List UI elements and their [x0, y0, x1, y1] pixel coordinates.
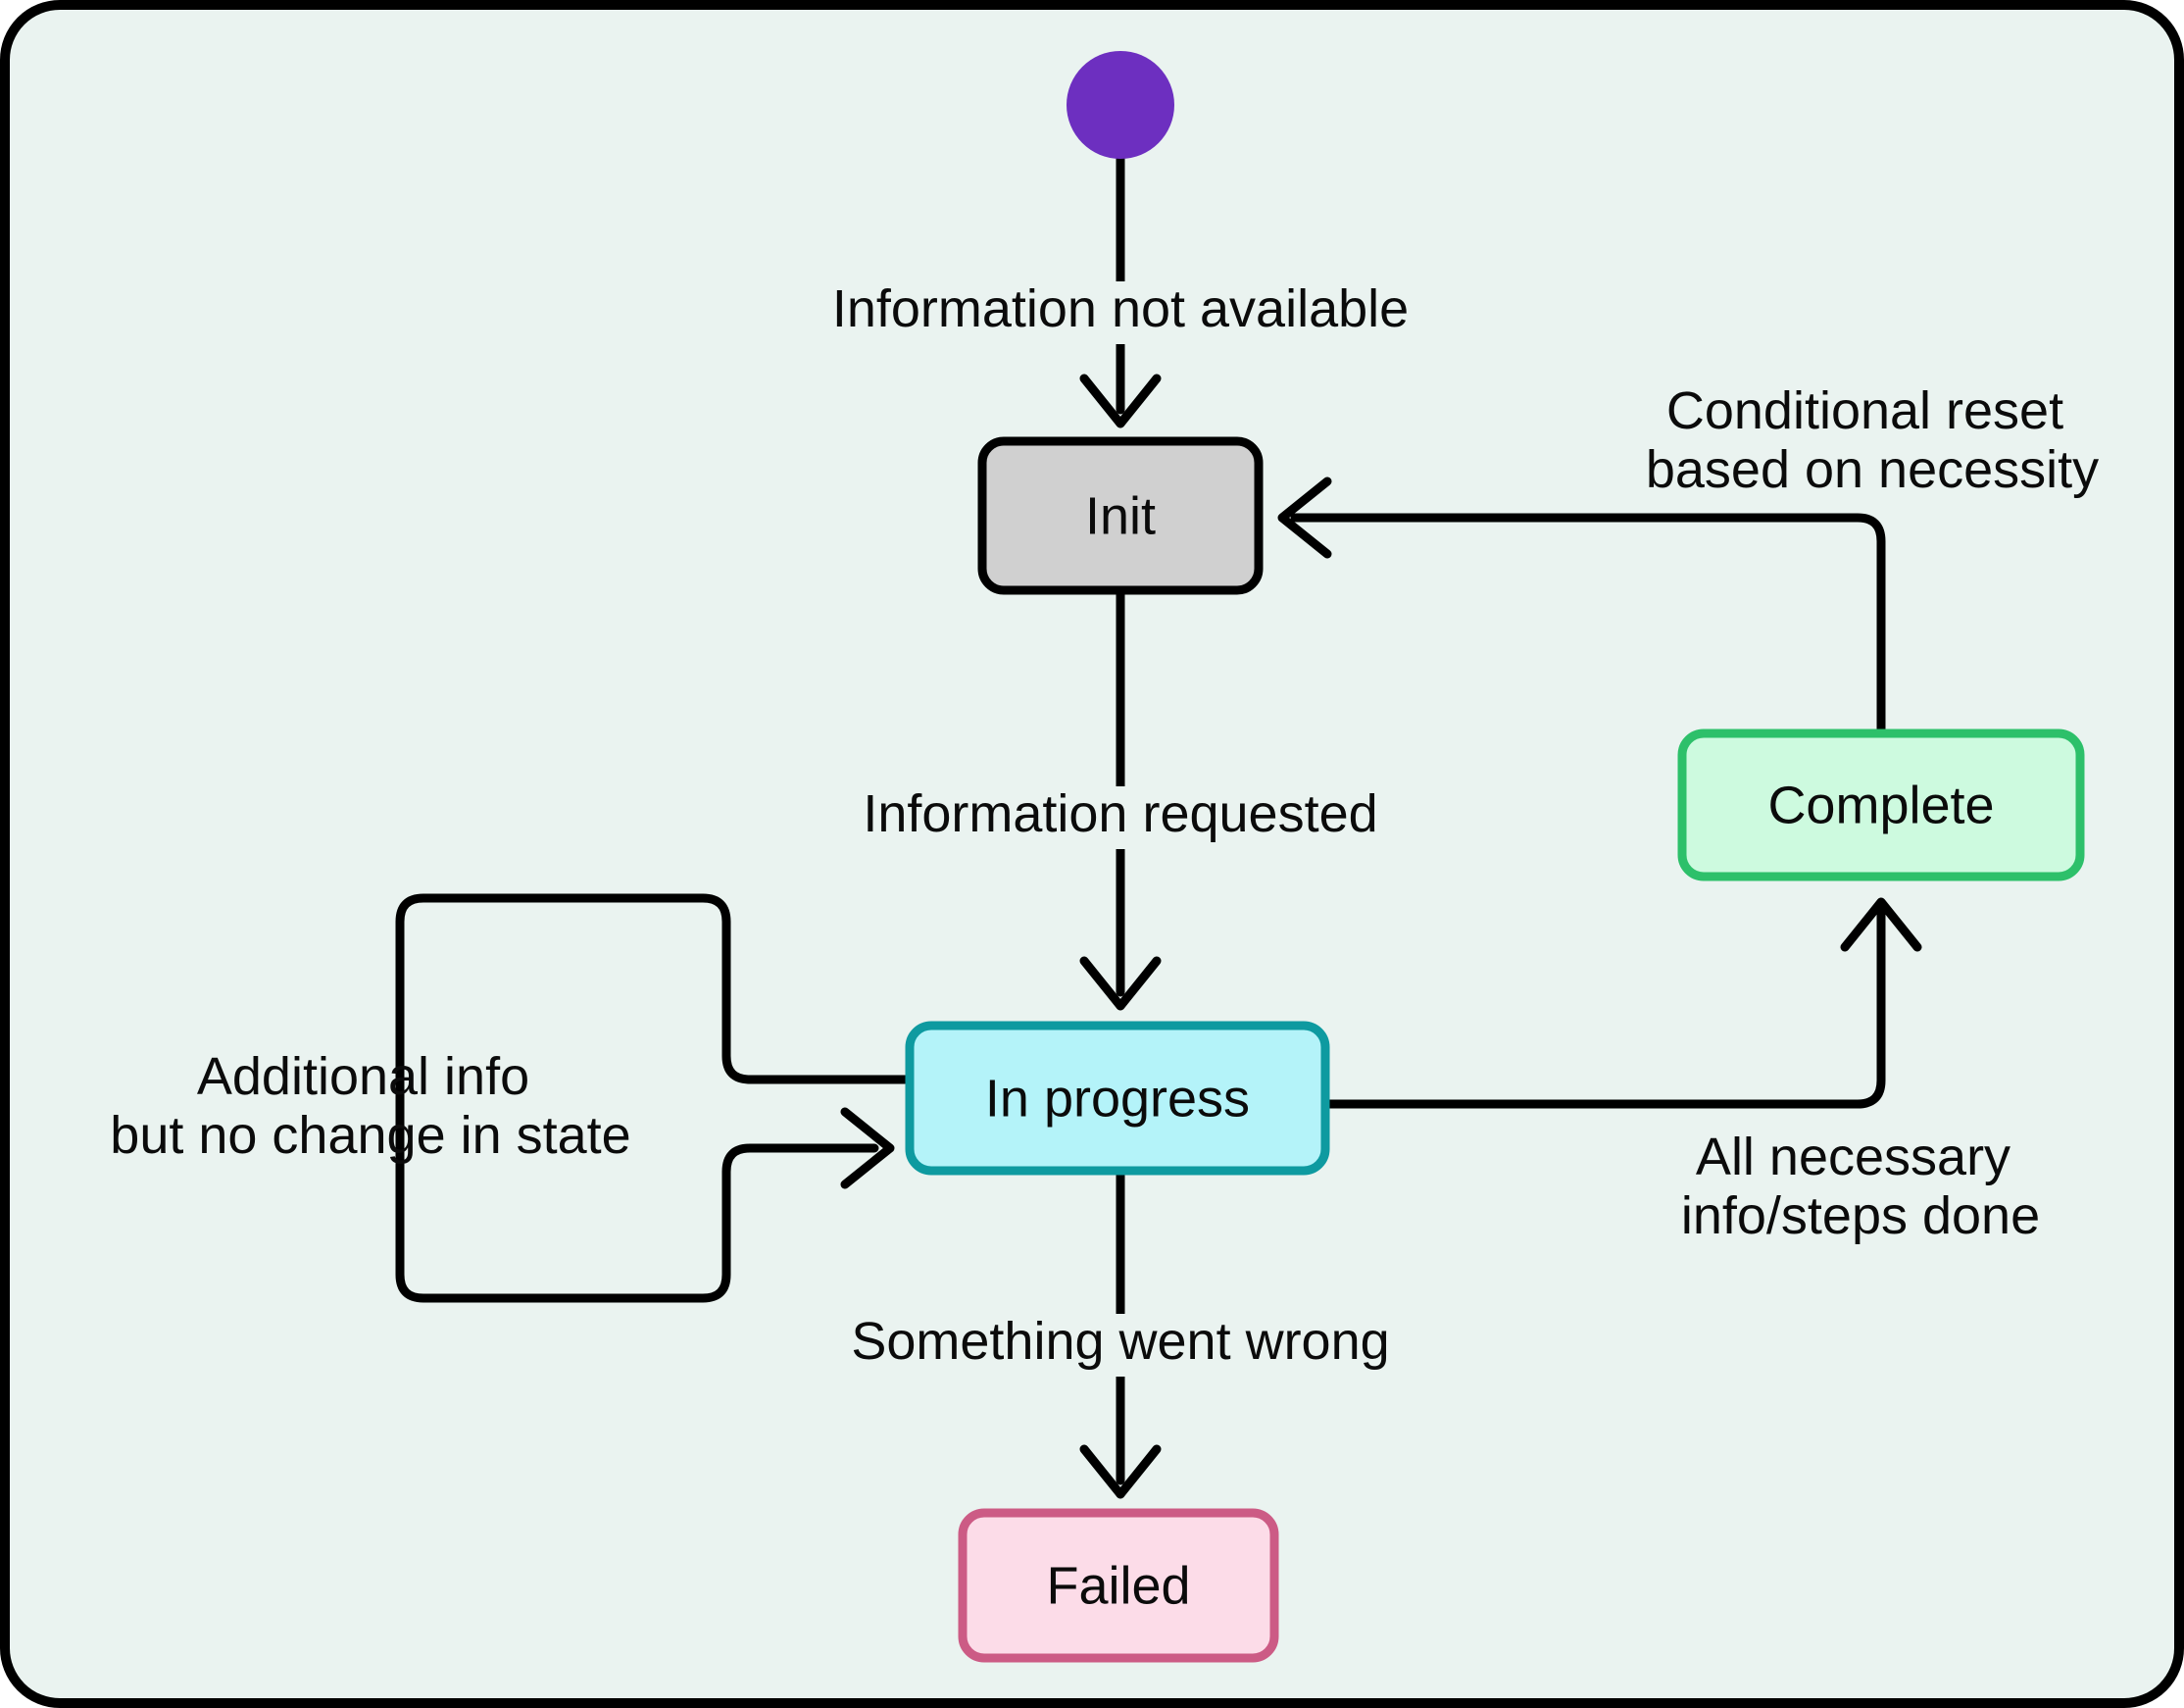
arrowhead-complete-to-init	[1277, 477, 1332, 559]
arrowhead-inprogress-to-failed	[1079, 1444, 1162, 1499]
state-node-failed-box[interactable]	[958, 1508, 1279, 1663]
edge-label-line: All necessary	[1696, 1128, 2010, 1186]
edge-path-inprogress-to-complete	[1320, 907, 1886, 1109]
state-node-complete[interactable]: Complete	[1677, 728, 2085, 881]
start-state-node[interactable]	[1067, 51, 1174, 159]
edge-complete-to-init	[1277, 477, 1886, 738]
edge-label-line: but no change in state	[110, 1106, 630, 1165]
label-backdrop	[779, 281, 1465, 344]
edge-inprogress-self-loop	[395, 893, 915, 1303]
edge-label-line: based on necessity	[1646, 440, 2099, 499]
state-node-init-box[interactable]	[977, 436, 1264, 595]
state-node-in-progress-label: In progress	[985, 1069, 1250, 1128]
edge-path-inprogress-self-loop	[395, 893, 915, 1303]
arrowhead-init-to-inprogress	[1079, 956, 1162, 1011]
state-node-init[interactable]: Init	[977, 436, 1264, 595]
edge-label-line: Conditional reset	[1666, 381, 2063, 440]
label-backdrop	[792, 1314, 1455, 1377]
state-node-failed-label: Failed	[1046, 1556, 1190, 1615]
arrowhead-inprogress-to-complete	[1840, 897, 1922, 952]
edge-inprogress-to-complete	[1320, 897, 1922, 1109]
state-node-complete-box[interactable]	[1677, 728, 2085, 881]
label-backdrop	[802, 786, 1444, 849]
edge-label-line: Information requested	[863, 784, 1377, 843]
arrowhead-inprogress-self-loop	[840, 1107, 895, 1189]
edge-label-line: Additional info	[197, 1047, 529, 1106]
label-backdrops	[779, 281, 1465, 1377]
edge-label-init-to-inprogress-top: Information requested	[863, 784, 1377, 843]
state-node-failed[interactable]: Failed	[958, 1508, 1279, 1663]
edge-label-inprogress-self-loop: Additional info but no change in state	[110, 1047, 630, 1165]
edge-label-inprogress-to-complete: All necessary info/steps done	[1681, 1128, 2040, 1245]
edge-label-inprogress-to-failed-top: Something went wrong	[851, 1312, 1389, 1371]
state-node-init-label: Init	[1085, 486, 1156, 545]
edge-label-complete-to-init: Conditional reset based on necessity	[1646, 381, 2099, 499]
state-node-in-progress-box[interactable]	[905, 1021, 1330, 1176]
edge-path-complete-to-init	[1290, 513, 1886, 738]
edge-label-line: Information not available	[832, 279, 1409, 338]
edge-label-line: Something went wrong	[851, 1312, 1389, 1371]
arrowhead-start-to-init	[1079, 374, 1162, 428]
state-node-in-progress[interactable]: In progress	[905, 1021, 1330, 1176]
edge-label-start-to-init-top: Information not available	[832, 279, 1409, 338]
state-node-complete-label: Complete	[1767, 776, 1994, 834]
edge-label-line: info/steps done	[1681, 1186, 2040, 1245]
